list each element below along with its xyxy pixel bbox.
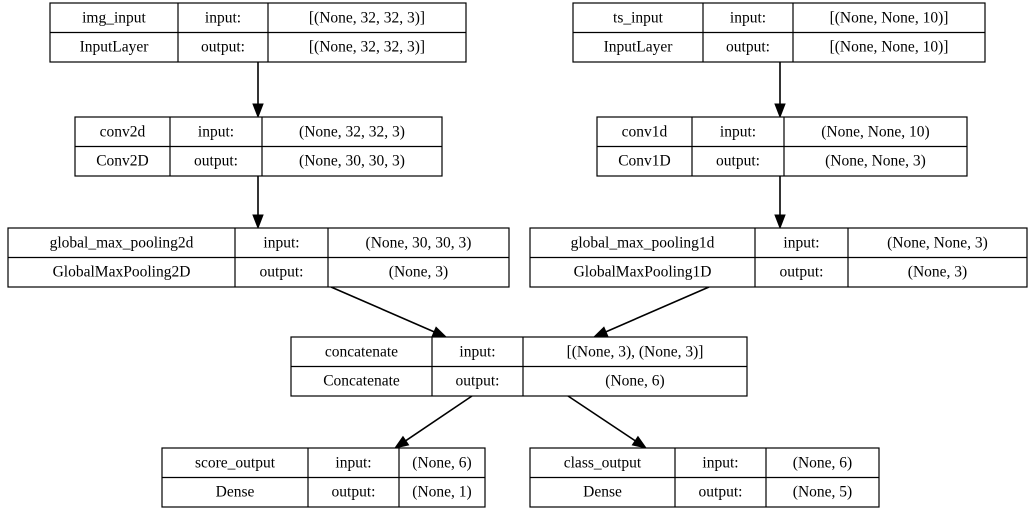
node-class-name: GlobalMaxPooling1D <box>574 264 712 281</box>
node-layer-name: conv1d <box>622 123 668 140</box>
node-layer-name: score_output <box>195 454 276 471</box>
node-input-shape: (None, None, 3) <box>887 234 988 251</box>
node-input-shape: [(None, 3), (None, 3)] <box>567 343 704 360</box>
node-class-name: Dense <box>583 484 622 501</box>
edge-concatenate-to-class_output <box>567 395 648 449</box>
node-output-shape: (None, 6) <box>605 373 664 390</box>
edge-layer <box>252 62 786 449</box>
node-input-label: input: <box>198 123 234 140</box>
node-input-shape: (None, 32, 32, 3) <box>299 123 405 140</box>
node-output-label: output: <box>726 39 770 56</box>
edge-concatenate-to-score_output <box>393 395 473 449</box>
node-class-name: Conv1D <box>618 153 671 170</box>
node-input-shape: (None, 6) <box>793 454 852 471</box>
edge-img_input-to-conv2d <box>252 62 264 119</box>
edge-line <box>567 395 638 443</box>
node-output-label: output: <box>201 39 245 56</box>
edge-conv1d-to-global_max_pooling1d <box>774 176 786 230</box>
node-output-label: output: <box>699 484 743 501</box>
node-output-shape: (None, None, 3) <box>825 153 926 170</box>
node-class-name: Concatenate <box>323 373 400 390</box>
node-output-shape: (None, 1) <box>412 484 471 501</box>
node-output-label: output: <box>194 153 238 170</box>
node-output-label: output: <box>332 484 376 501</box>
node-input-shape: (None, None, 10) <box>821 123 929 140</box>
node-class-name: Dense <box>216 484 255 501</box>
node-output-shape: (None, 3) <box>389 264 448 281</box>
node-input-shape: [(None, 32, 32, 3)] <box>309 9 425 26</box>
edge-global_max_pooling1d-to-concatenate <box>592 286 710 338</box>
edge-global_max_pooling2d-to-concatenate <box>330 286 448 338</box>
node-output-shape: (None, 3) <box>908 264 967 281</box>
node-layer-name: img_input <box>82 9 146 26</box>
node-input-label: input: <box>459 343 495 360</box>
node-output-label: output: <box>780 264 824 281</box>
node-input-shape: [(None, None, 10)] <box>830 9 949 26</box>
node-layer-name: class_output <box>564 454 642 471</box>
edge-arrowhead <box>774 214 786 230</box>
node-class-name: InputLayer <box>80 39 150 56</box>
node-output-shape: (None, 5) <box>793 484 852 501</box>
edge-line <box>603 286 710 334</box>
node-class-name: InputLayer <box>604 39 674 56</box>
node-output-label: output: <box>260 264 304 281</box>
node-input-label: input: <box>263 234 299 251</box>
node-layer-name: conv2d <box>100 123 146 140</box>
edge-line <box>403 395 473 443</box>
edge-conv2d-to-global_max_pooling2d <box>252 176 264 230</box>
edge-arrowhead <box>252 214 264 230</box>
node-output-shape: [(None, None, 10)] <box>830 39 949 56</box>
node-output-label: output: <box>716 153 760 170</box>
node-layer-name: concatenate <box>325 343 398 360</box>
node-input-shape: (None, 30, 30, 3) <box>366 234 472 251</box>
edge-arrowhead <box>631 435 648 449</box>
edge-arrowhead <box>252 103 264 119</box>
node-input-label: input: <box>720 123 756 140</box>
node-layer-name: global_max_pooling2d <box>50 234 194 251</box>
node-output-label: output: <box>456 373 500 390</box>
node-layer-name: global_max_pooling1d <box>571 234 715 251</box>
edge-arrowhead <box>774 103 786 119</box>
node-layer-name: ts_input <box>613 9 664 26</box>
node-input-label: input: <box>702 454 738 471</box>
node-input-label: input: <box>783 234 819 251</box>
edge-arrowhead <box>393 435 410 449</box>
node-class-name: Conv2D <box>96 153 149 170</box>
edge-arrowhead <box>431 326 448 338</box>
node-input-label: input: <box>730 9 766 26</box>
node-input-label: input: <box>335 454 371 471</box>
node-class-name: GlobalMaxPooling2D <box>53 264 191 281</box>
edge-arrowhead <box>592 326 609 338</box>
node-output-shape: (None, 30, 30, 3) <box>299 153 405 170</box>
edge-line <box>330 286 437 334</box>
edge-ts_input-to-conv1d <box>774 62 786 119</box>
node-output-shape: [(None, 32, 32, 3)] <box>309 39 425 56</box>
node-input-shape: (None, 6) <box>412 454 471 471</box>
node-input-label: input: <box>205 9 241 26</box>
